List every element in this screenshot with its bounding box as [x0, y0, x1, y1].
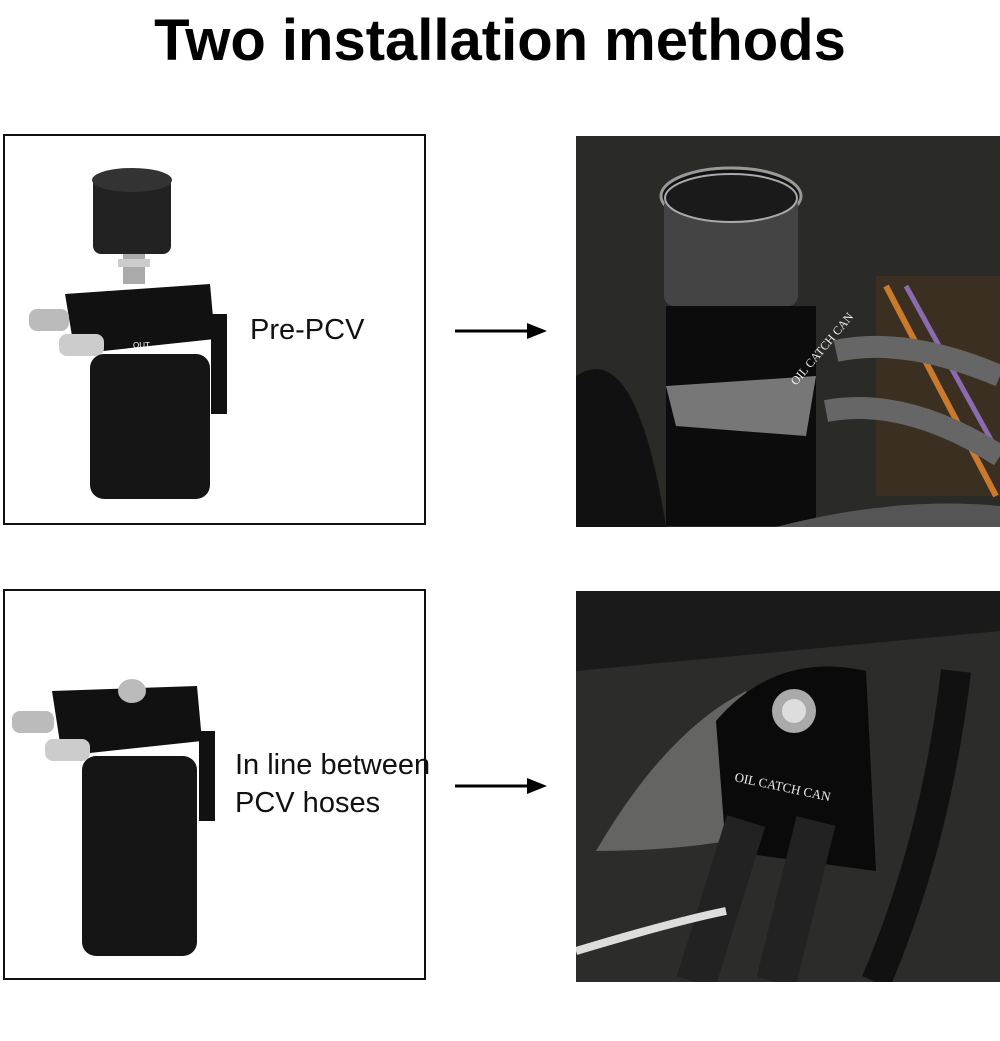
method-label-line1: In line between: [235, 749, 431, 781]
catch-can-inline-image: OUT: [12, 679, 215, 956]
engine-bay-photo-inline: OIL CATCH CAN: [576, 591, 1000, 982]
arrow-right-icon: [455, 778, 547, 794]
page-title: Two installation methods: [154, 8, 846, 73]
engine-bay-photo-pre-pcv: OIL CATCH CAN: [576, 136, 1000, 527]
method-2-panel: OUT In line between PCV hoses: [3, 589, 430, 980]
method-label: Pre-PCV: [250, 314, 365, 346]
out-tag: OUT: [133, 341, 150, 350]
method-1-panel: OUT Pre-PCV: [3, 134, 426, 525]
catch-can-with-filter-image: OUT: [29, 168, 227, 499]
arrow-right-icon: [455, 323, 547, 339]
method-label-line2: PCV hoses: [235, 787, 381, 819]
out-tag: OUT: [127, 749, 144, 758]
